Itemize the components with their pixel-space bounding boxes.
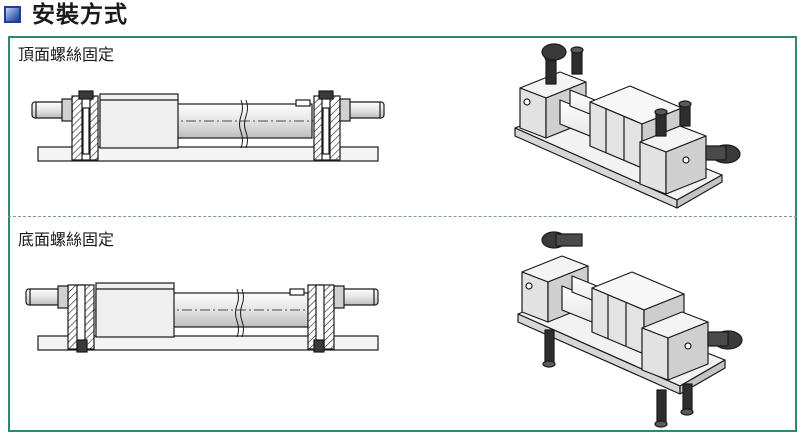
- section-divider: [8, 216, 797, 217]
- blue-square-bullet-icon: [4, 6, 21, 23]
- section-label-top-mount: 頂面螺絲固定: [18, 45, 115, 64]
- side-view-bottom-mount: [25, 282, 379, 353]
- page-header: 安裝方式: [0, 0, 800, 30]
- content-frame: [8, 36, 797, 432]
- page-title: 安裝方式: [32, 2, 128, 28]
- section-label-bottom-mount: 底面螺絲固定: [18, 230, 115, 249]
- isometric-view-top-mount: [514, 43, 741, 209]
- isometric-view-bottom-mount: [517, 231, 743, 428]
- side-view-top-mount: [31, 90, 385, 162]
